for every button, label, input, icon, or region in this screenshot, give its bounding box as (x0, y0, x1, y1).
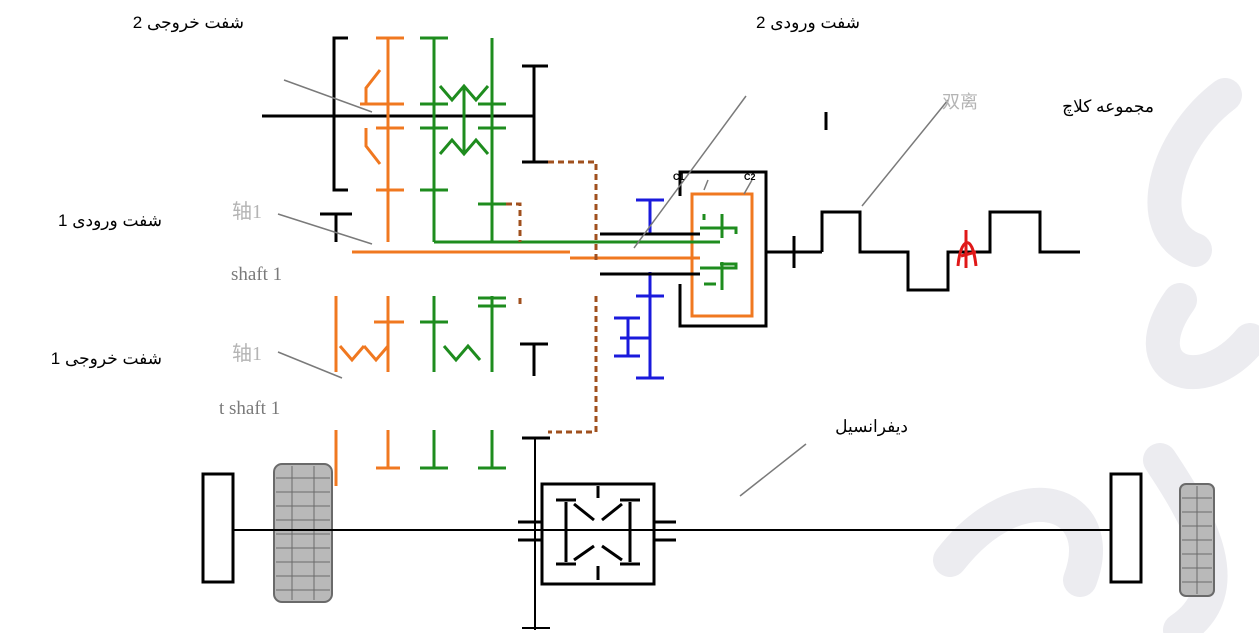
differential-label: دیفرانسیل (835, 417, 908, 437)
orange-clutch (690, 192, 754, 318)
blue-gears (614, 198, 664, 380)
differential-symbol (518, 436, 676, 586)
orange-gears (334, 36, 700, 486)
input-shaft-2-label: شفت ورودی 2 (756, 13, 860, 33)
clutch-assembly-label: مجموعه کلاچ (1062, 97, 1154, 117)
top-shaft-black (262, 36, 548, 376)
c2-label: C2 (744, 172, 756, 182)
red-mark (956, 230, 978, 268)
input-axis-cn-label: 轴1 (232, 200, 262, 223)
left-wheel (201, 463, 333, 603)
output-shaft-1-label: شفت خروجی 1 (51, 349, 162, 369)
green-gears (420, 36, 738, 470)
persian-labels: شفت خروجی 2 شفت ورودی 2 مجموعه کلاچ شفت … (51, 13, 1154, 437)
right-wheel (1109, 472, 1215, 597)
brown-linkage (506, 160, 598, 434)
clutch-partial-label: 双离 (942, 92, 978, 112)
leader-lines (277, 79, 949, 497)
c1-label: C1 (673, 172, 685, 182)
original-labels: 双离 轴1 shaft 1 轴1 t shaft 1 C1 C2 (219, 92, 978, 419)
output-shaft-2-label: شفت خروجی 2 (133, 13, 244, 33)
clutch-housing (600, 112, 1080, 328)
axle (233, 438, 1111, 630)
input-shaft-1-label: شفت ورودی 1 (58, 211, 162, 231)
output-shaft-en-label: t shaft 1 (219, 398, 280, 419)
input-shaft-en-label: shaft 1 (231, 264, 282, 285)
output-axis-cn-label: 轴1 (232, 342, 262, 365)
